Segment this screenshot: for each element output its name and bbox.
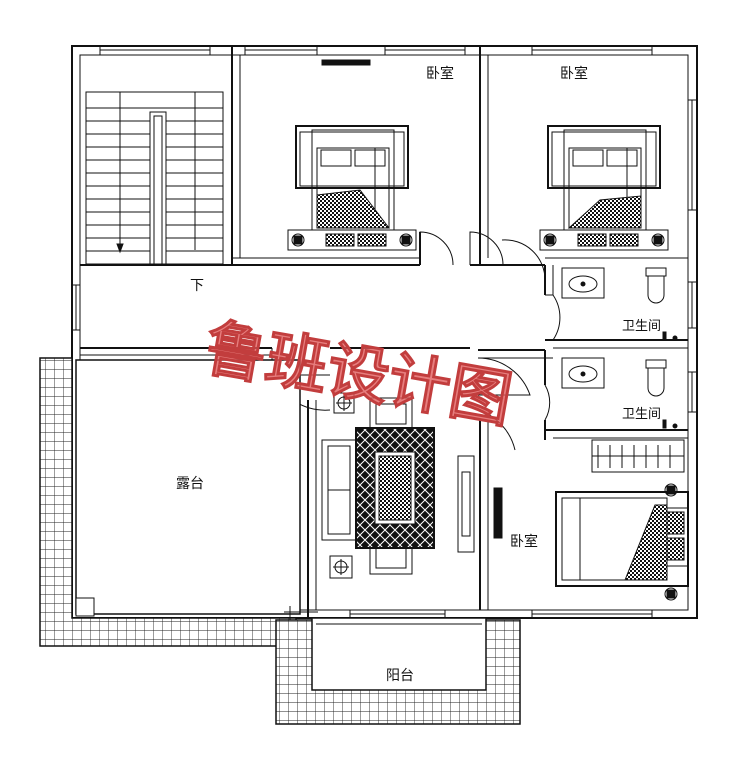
stair-down-marker: 下 (190, 278, 204, 294)
label-bedroom-top-left: 卧室 (426, 65, 454, 82)
label-bedroom-top-right: 卧室 (560, 65, 588, 82)
label-terrace: 露台 (176, 476, 204, 492)
bathroom-fixtures (561, 267, 678, 429)
bed-lower (493, 439, 689, 601)
label-balcony: 阳台 (386, 668, 414, 684)
balcony (275, 617, 521, 725)
label-bedroom-lower: 卧室 (510, 533, 538, 550)
living-room-furniture (321, 392, 475, 579)
bed-top-left (287, 59, 417, 251)
staircase (85, 91, 224, 265)
terrace (39, 357, 318, 647)
windows (71, 45, 698, 619)
doors (271, 231, 561, 451)
label-bathroom-upper: 卫生间 (622, 319, 661, 334)
label-bathroom-lower: 卫生间 (622, 407, 661, 422)
bed-top-right (539, 125, 669, 251)
